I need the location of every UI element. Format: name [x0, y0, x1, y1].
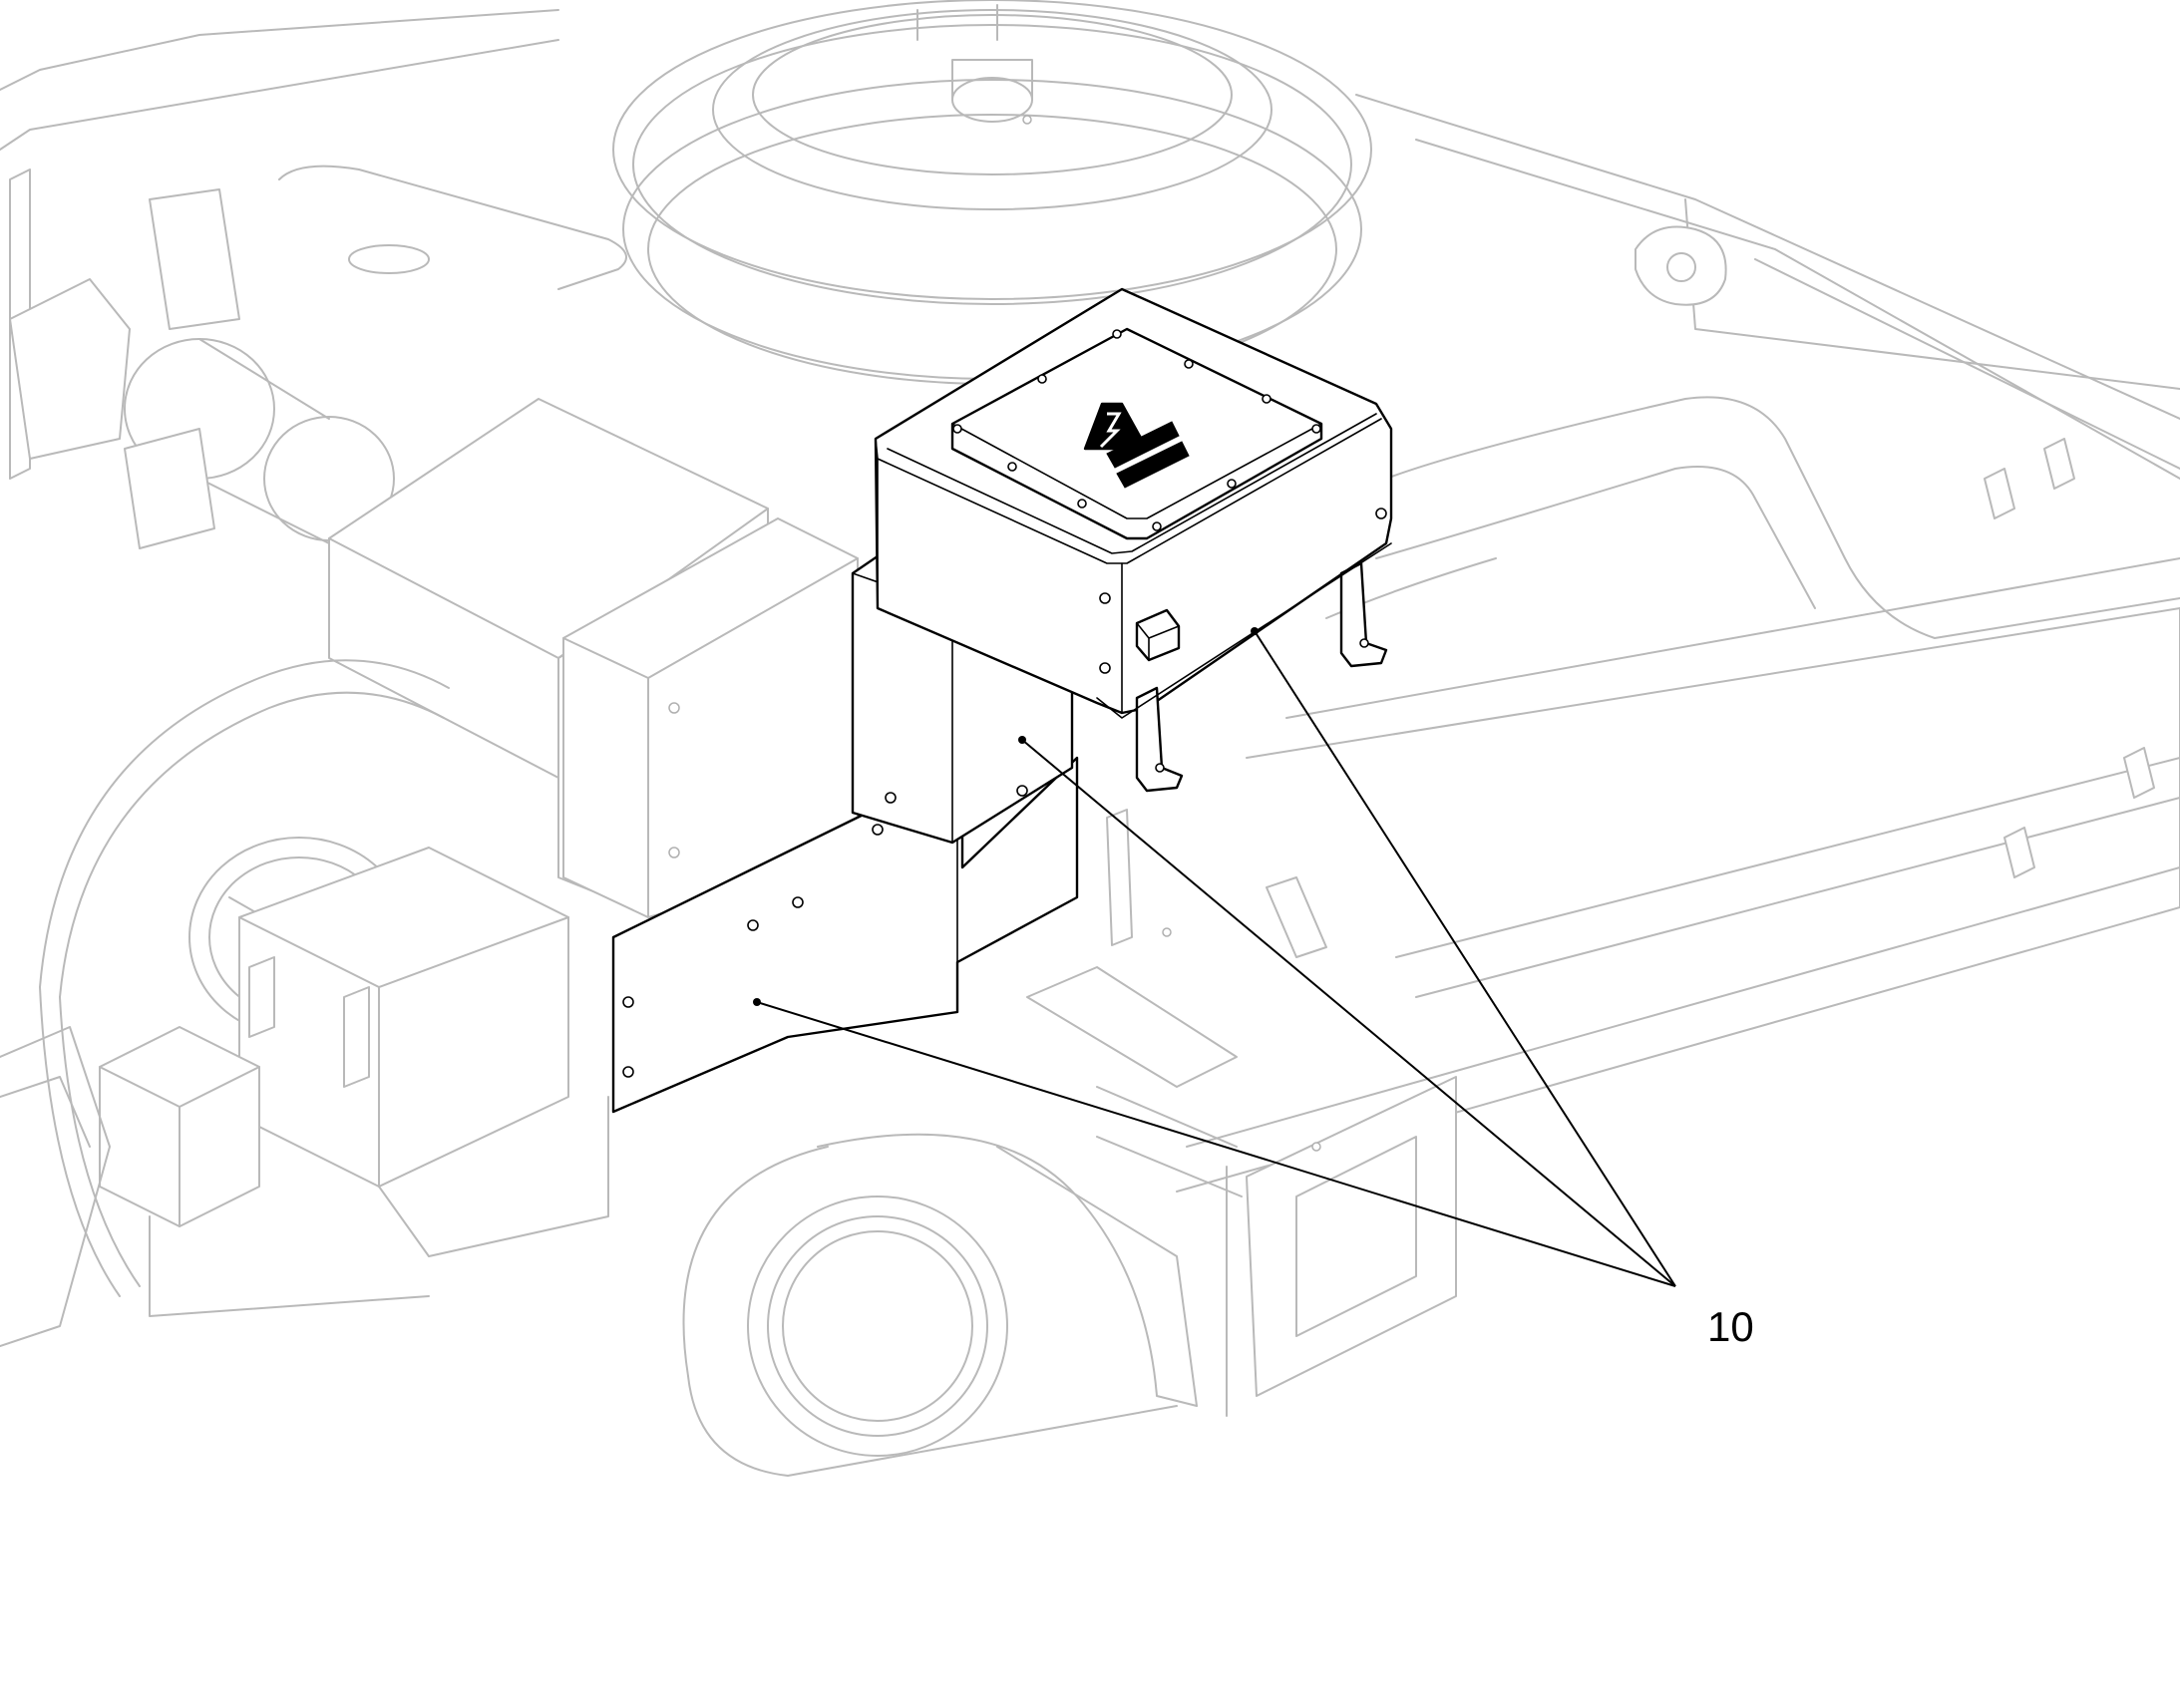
crawler-sprocket — [682, 1076, 1457, 1477]
callout-label: 10 — [1707, 1303, 1754, 1350]
voltage-label-1 — [1106, 421, 1180, 469]
leader-line-1 — [1021, 739, 1676, 1287]
slew-ring — [612, 0, 1372, 385]
voltage-label-2 — [1116, 441, 1190, 489]
cable-reel — [39, 659, 450, 1297]
mounting-foot-left — [1135, 686, 1184, 793]
mounting-foot-right — [1339, 561, 1388, 668]
leader-line-2 — [1254, 630, 1676, 1287]
cable-guard-assembly — [611, 287, 1393, 1114]
motor-assembly — [9, 165, 627, 549]
leader-line-3 — [756, 1001, 1676, 1287]
junction-boxes — [99, 847, 609, 1317]
context-machinery — [0, 0, 2180, 1477]
callout-10: 10 — [753, 627, 1754, 1350]
electrical-enclosures — [328, 398, 859, 918]
